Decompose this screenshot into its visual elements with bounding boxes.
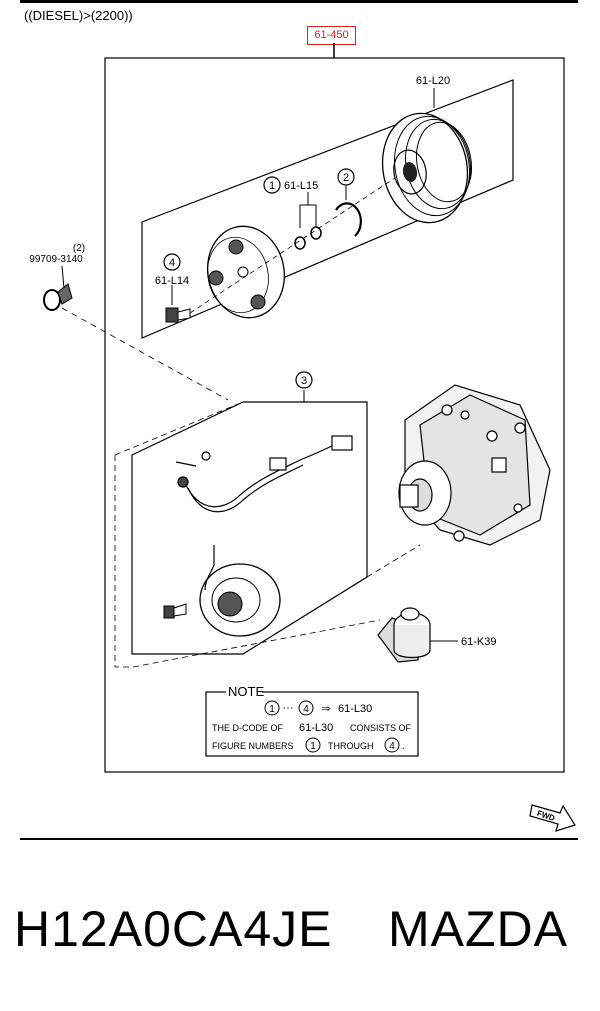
note-line1-end: CONSISTS OF xyxy=(350,723,412,733)
callout-3: 3 xyxy=(301,375,307,387)
callout-2: 2 xyxy=(343,172,349,184)
note-line2: FIGURE NUMBERS xyxy=(212,741,294,751)
svg-text:4: 4 xyxy=(303,704,309,715)
shim-drawing xyxy=(294,236,306,250)
variant-label: ((DIESEL)>(2200)) xyxy=(24,8,133,23)
label-clamp-qty: (2) xyxy=(73,243,85,254)
main-part-code-link[interactable]: 61-450 xyxy=(307,26,356,45)
compressor-drawing xyxy=(398,384,551,546)
bottom-rule xyxy=(20,838,578,840)
pulley-drawing xyxy=(381,112,472,224)
callout-4: 4 xyxy=(169,257,175,269)
bolt-drawing xyxy=(165,307,191,323)
assembly-frame xyxy=(104,57,565,773)
svg-text:4: 4 xyxy=(389,741,395,752)
note-range-code: 61-L30 xyxy=(338,703,372,715)
snap-ring-drawing xyxy=(335,202,362,237)
footer-figure-code: H12A0CA4JE xyxy=(14,901,333,957)
label-clamp: 99709-3140 xyxy=(29,254,83,265)
note-arrow: ⇒ xyxy=(321,703,330,715)
note-title: NOTE xyxy=(228,684,264,699)
clutch-kit-panel xyxy=(141,79,514,339)
svg-text:1: 1 xyxy=(310,741,316,752)
valve-drawing xyxy=(377,607,431,663)
label-valve: 61-K39 xyxy=(461,636,496,648)
top-rule xyxy=(20,0,578,3)
clutch-plate-drawing xyxy=(206,225,286,319)
label-shim: 61-L15 xyxy=(284,180,318,192)
note-line1: THE D-CODE OF xyxy=(212,723,284,733)
label-bolt: 61-L14 xyxy=(155,275,189,287)
label-pulley: 61-L20 xyxy=(416,75,450,87)
callout-1: 1 xyxy=(269,180,275,192)
footer-brand: MAZDA xyxy=(388,901,568,957)
note-line2-mid: THROUGH xyxy=(328,741,374,751)
clamp-drawing xyxy=(43,283,73,311)
note-box xyxy=(205,691,419,757)
wiring-harness-drawing xyxy=(175,435,353,513)
fwd-arrow-icon: FWD xyxy=(529,804,576,832)
svg-text:1: 1 xyxy=(269,704,275,715)
field-coil-drawing xyxy=(163,545,281,637)
callout-circles xyxy=(163,168,355,389)
svg-text:.: . xyxy=(402,741,405,752)
note-line1-code: 61-L30 xyxy=(299,722,333,734)
note-ellipsis: ··· xyxy=(283,702,294,714)
